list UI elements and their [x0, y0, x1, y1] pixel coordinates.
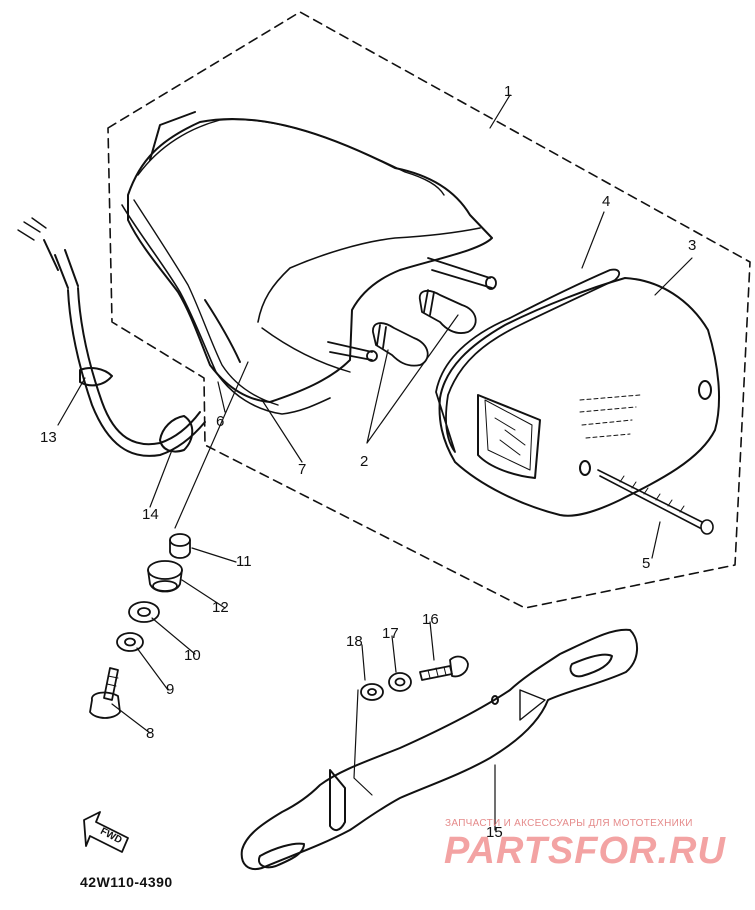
- callout-2: 2: [360, 453, 369, 470]
- mounting-bolt: [89, 667, 121, 719]
- fwd-arrow-icon: [83, 811, 129, 853]
- callout-10: 10: [184, 647, 201, 664]
- callout-4: 4: [602, 193, 611, 210]
- callout-8: 8: [146, 725, 155, 742]
- flat-washer: [128, 601, 160, 623]
- bracket-bolt: [419, 655, 469, 681]
- callout-1: 1: [504, 83, 513, 100]
- leader-lines: [57, 94, 693, 831]
- license-bracket: [240, 628, 638, 870]
- callout-9: 9: [166, 681, 175, 698]
- callout-12: 12: [212, 599, 229, 616]
- stud-collar: [169, 533, 191, 559]
- bracket-washer: [360, 683, 384, 701]
- wire-harness: [17, 217, 206, 457]
- callout-15: 15: [486, 824, 503, 841]
- callout-16: 16: [422, 611, 439, 628]
- tail-light-base: [121, 111, 493, 415]
- mounting-studs: [327, 257, 497, 362]
- callout-17: 17: [382, 625, 399, 642]
- callout-6: 6: [216, 413, 225, 430]
- callout-3: 3: [688, 237, 697, 254]
- watermark-logo: PARTSFOR.RU: [444, 830, 726, 872]
- bracket-nut: [388, 672, 412, 692]
- callout-14: 14: [142, 506, 159, 523]
- lens-gasket: [435, 268, 621, 453]
- bulb-upper: [418, 289, 477, 334]
- fwd-label: FWD: [98, 826, 123, 846]
- part-code: 42W110-4390: [80, 874, 173, 890]
- callout-5: 5: [642, 555, 651, 572]
- watermark-tagline: ЗАПЧАСТИ И АКСЕССУАРЫ ДЛЯ МОТОТЕХНИКИ: [445, 818, 693, 829]
- callout-18: 18: [346, 633, 363, 650]
- bulb-lower: [372, 322, 429, 367]
- callout-7: 7: [298, 461, 307, 478]
- tail-lens: [438, 277, 721, 517]
- rubber-grommet: [147, 560, 183, 593]
- callout-11: 11: [236, 553, 252, 570]
- assembly-outline: [107, 11, 751, 609]
- callout-13: 13: [40, 429, 57, 446]
- lens-screw: [597, 469, 714, 535]
- spring-washer: [116, 632, 144, 652]
